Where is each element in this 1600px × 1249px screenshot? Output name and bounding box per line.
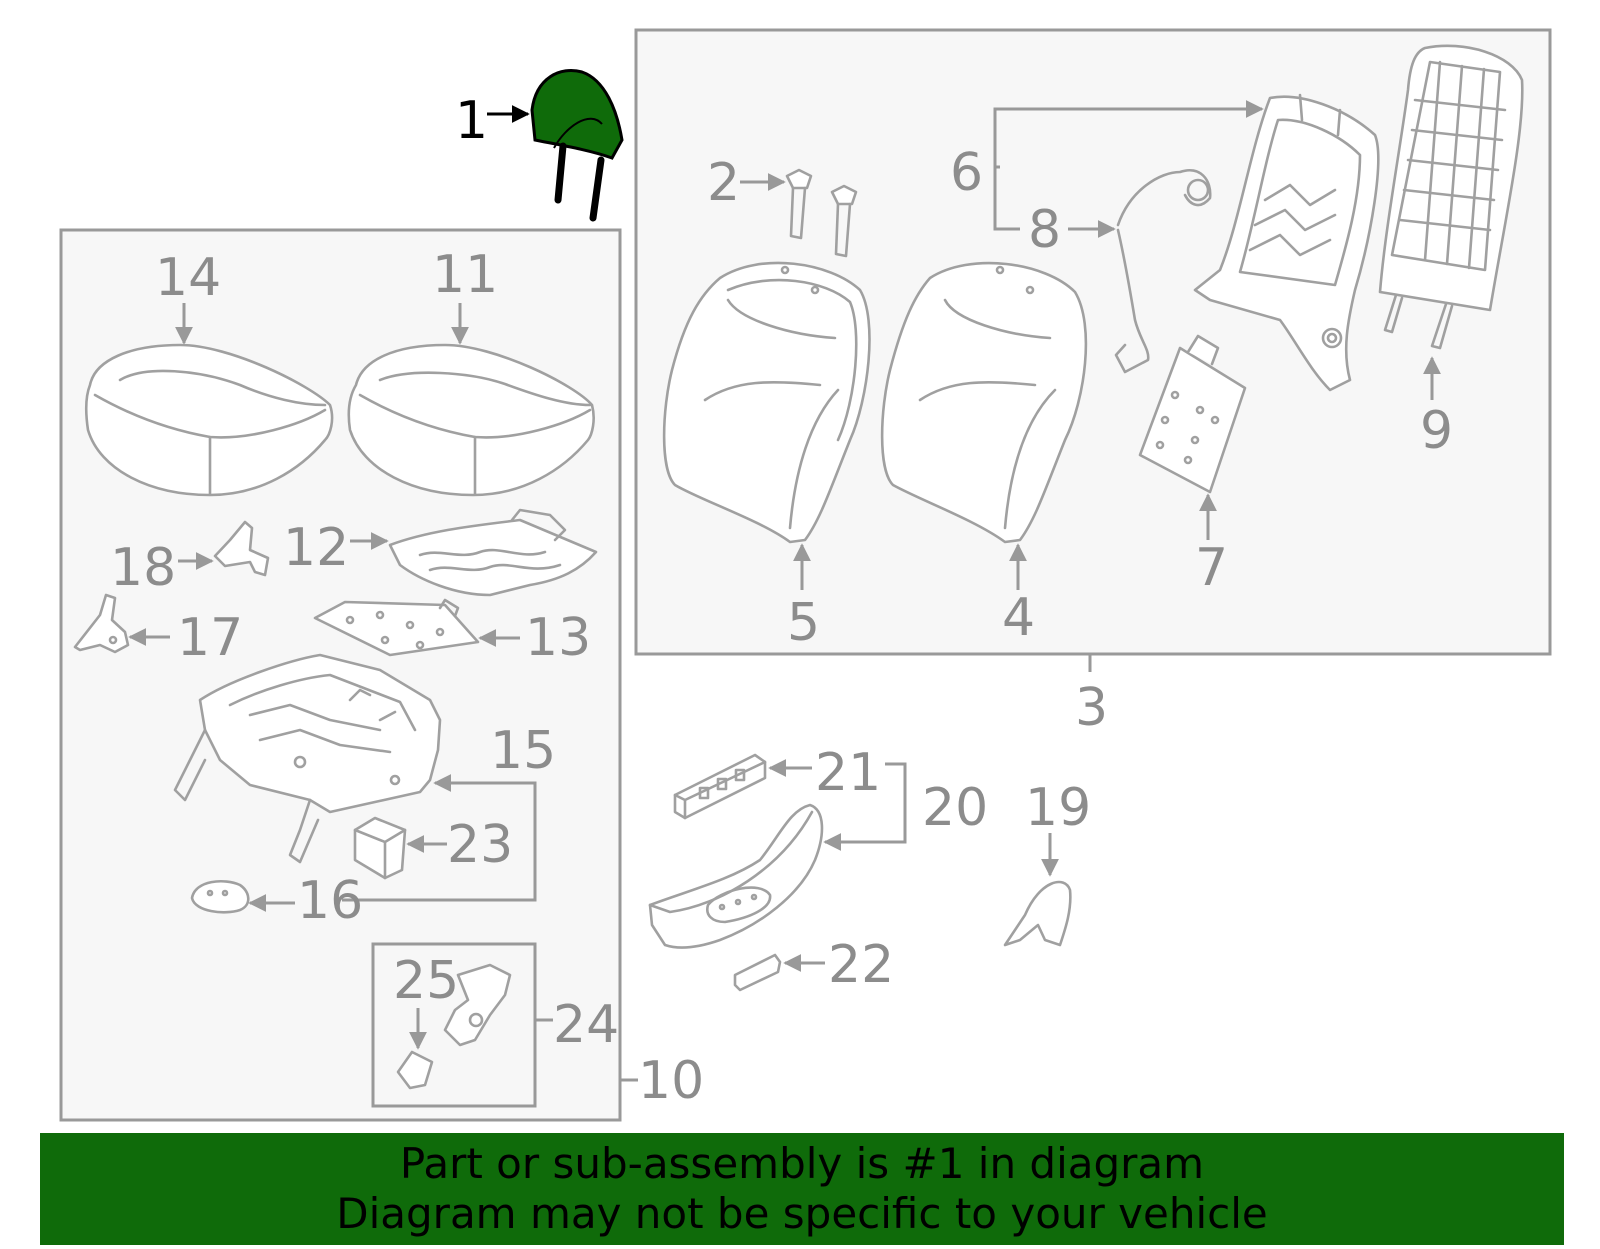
seat-cushion-cover-part[interactable]	[84, 343, 334, 497]
cushion-cap-part[interactable]	[190, 879, 250, 914]
headrest-part[interactable]	[530, 69, 624, 222]
recliner-cover-part[interactable]	[1003, 880, 1072, 947]
label-6: 6	[950, 143, 983, 203]
seat-back-frame-part[interactable]	[1193, 93, 1380, 392]
label-5: 5	[787, 593, 820, 653]
label-11: 11	[432, 245, 498, 305]
label-21: 21	[815, 743, 881, 803]
cushion-heater-part[interactable]	[388, 508, 598, 597]
banner-line-1: Part or sub-assembly is #1 in diagram	[399, 1139, 1205, 1188]
back-heater-pad-part[interactable]	[1138, 334, 1247, 494]
label-25: 25	[393, 951, 459, 1011]
label-8: 8	[1028, 200, 1061, 260]
cushion-board-part[interactable]	[313, 598, 480, 657]
seat-control-module-part[interactable]	[353, 816, 407, 880]
label-12: 12	[283, 518, 349, 578]
label-19: 19	[1025, 778, 1091, 838]
label-13: 13	[525, 608, 591, 668]
seat-back-cover-part[interactable]	[662, 261, 871, 544]
label-18: 18	[110, 538, 176, 598]
label-3: 3	[1075, 678, 1108, 738]
seat-back-pad-part[interactable]	[880, 261, 1088, 544]
wire-harness-part[interactable]	[1114, 169, 1212, 374]
switch-knob-part[interactable]	[733, 953, 782, 992]
label-2: 2	[707, 153, 740, 213]
recliner-bracket-part[interactable]	[443, 963, 512, 1047]
cushion-bracket-part[interactable]	[213, 520, 270, 577]
power-seat-switch-part[interactable]	[673, 753, 767, 820]
seat-back-panel-part[interactable]	[1378, 44, 1524, 350]
label-14: 14	[155, 248, 221, 308]
label-15: 15	[490, 721, 556, 781]
seat-track-frame-part[interactable]	[173, 653, 442, 864]
label-7: 7	[1195, 538, 1228, 598]
label-9: 9	[1420, 401, 1453, 461]
label-10: 10	[638, 1051, 704, 1111]
clip-part[interactable]	[396, 1050, 434, 1090]
headrest-guide-pins[interactable]	[785, 168, 858, 258]
seat-cushion-pad-part[interactable]	[347, 343, 595, 497]
label-23: 23	[447, 815, 513, 875]
label-24: 24	[553, 995, 619, 1055]
label-16: 16	[297, 871, 363, 931]
banner-line-2: Diagram may not be specific to your vehi…	[336, 1189, 1268, 1238]
seat-side-shield-part[interactable]	[648, 803, 824, 949]
cushion-side-bracket-part[interactable]	[73, 593, 130, 654]
label-4: 4	[1002, 588, 1035, 648]
info-banner: Part or sub-assembly is #1 in diagram Di…	[40, 1133, 1564, 1245]
label-20: 20	[922, 778, 988, 838]
label-1: 1	[455, 91, 488, 151]
label-17: 17	[177, 608, 243, 668]
label-22: 22	[828, 935, 894, 995]
